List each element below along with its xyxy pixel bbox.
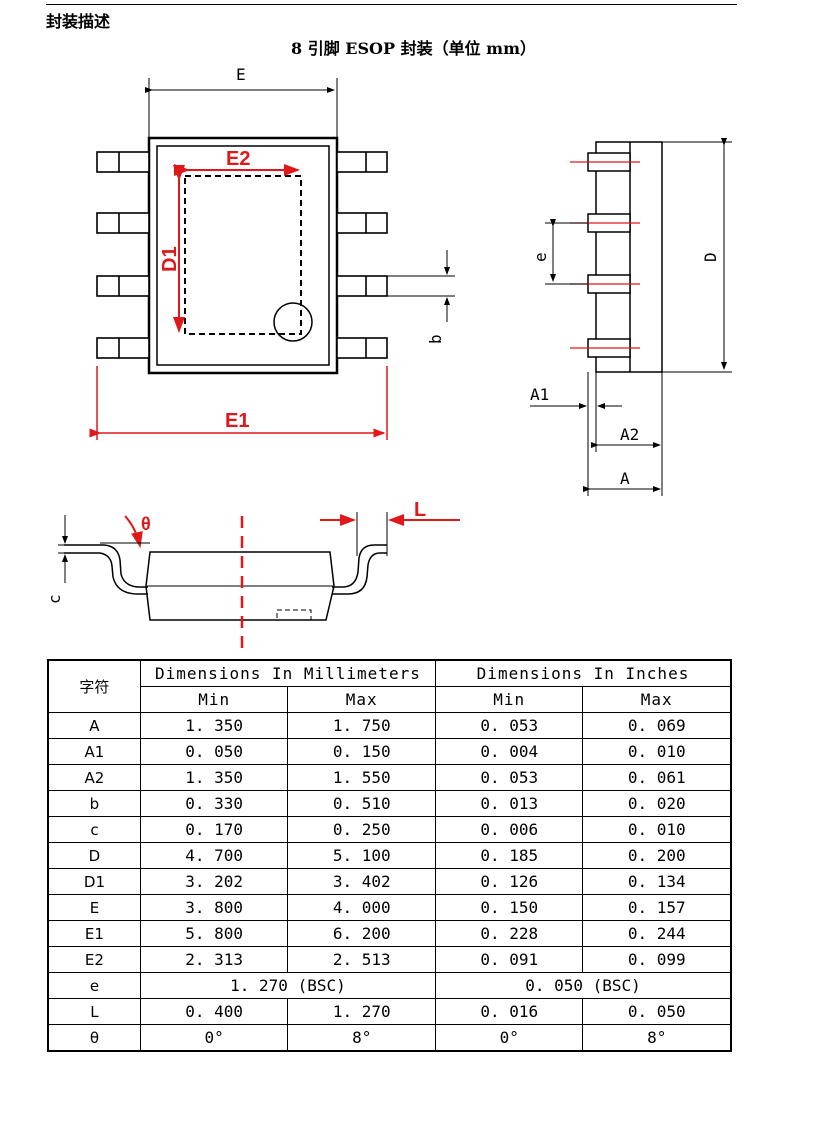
section-title: 封装描述 [46, 12, 111, 31]
group-header-in: Dimensions In Inches [435, 659, 732, 687]
in-max-header: Max [582, 686, 732, 713]
in-min-header: Min [434, 686, 584, 713]
group-header-mm: Dimensions In Millimeters [139, 659, 437, 687]
mm-max-header: Max [287, 686, 436, 713]
label-e: e [531, 252, 550, 262]
label-E: E [236, 65, 246, 84]
label-A2: A2 [620, 425, 639, 444]
label-L: L [414, 499, 426, 521]
mm-min-header: Min [139, 686, 289, 713]
label-b: b [426, 334, 445, 344]
dimensions-table: 字符 Dimensions In Millimeters Dimensions … [47, 659, 732, 1052]
label-D: D [701, 252, 720, 262]
profile-view: c θ L [45, 499, 460, 650]
top-view: E E2 D1 b [89, 65, 455, 440]
package-title: 8 引脚 ESOP 封装（单位 mm） [291, 39, 536, 58]
package-drawing: E E2 D1 b [45, 65, 732, 650]
label-A1: A1 [530, 385, 549, 404]
label-c: c [45, 594, 64, 604]
side-view: e D A1 A2 A [530, 138, 732, 496]
top-rule [46, 4, 737, 5]
label-E1: E1 [225, 410, 249, 432]
label-A: A [620, 469, 630, 488]
label-theta: θ [141, 514, 151, 534]
label-D1: D1 [159, 246, 181, 272]
label-E2: E2 [226, 148, 250, 170]
symbol-header: 字符 [47, 659, 141, 713]
